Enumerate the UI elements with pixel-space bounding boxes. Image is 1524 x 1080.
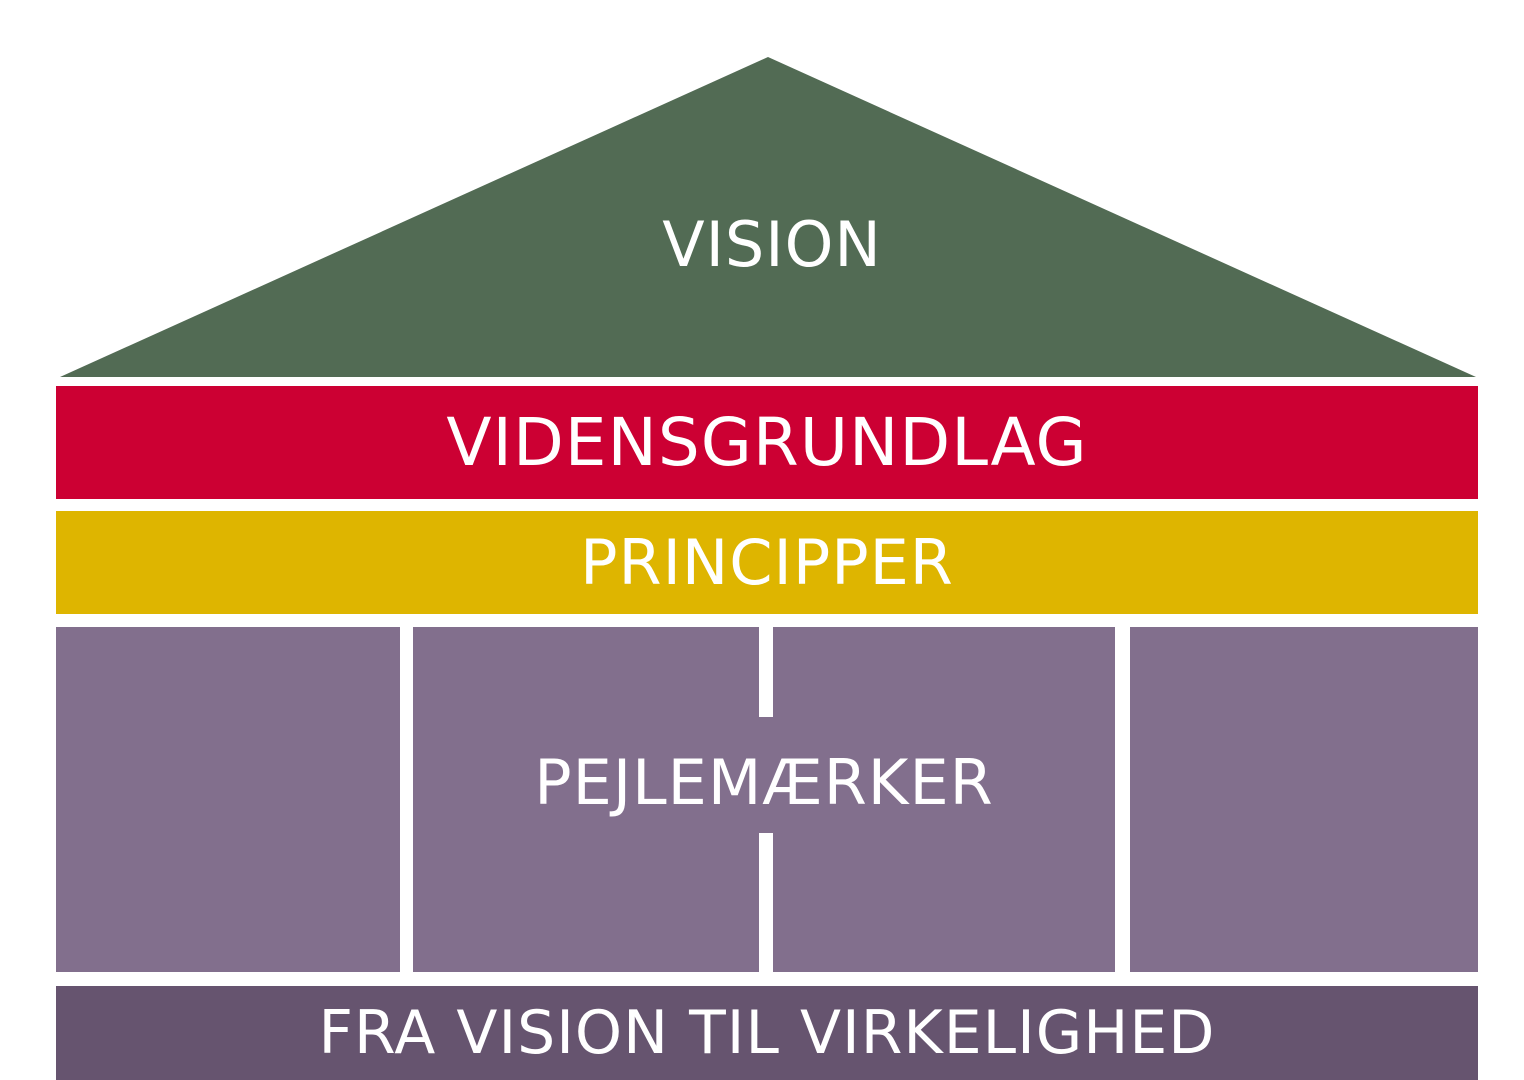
principper-band: PRINCIPPER [56, 511, 1478, 614]
vidensgrundlag-label: VIDENSGRUNDLAG [446, 404, 1088, 481]
principper-label: PRINCIPPER [580, 526, 954, 599]
pillar-left [56, 627, 400, 972]
roof-triangle [60, 57, 1476, 377]
pillar-divider-top [759, 627, 773, 717]
roof: VISION [60, 57, 1476, 377]
pillar-right [1130, 627, 1478, 972]
pejlemaerker-label: PEJLEMÆRKER [534, 745, 994, 819]
foundation-label: FRA VISION TIL VIRKELIGHED [318, 998, 1216, 1068]
pillar-divider-bottom [759, 833, 773, 972]
pejlemaerker-pillars: PEJLEMÆRKER [56, 627, 1478, 972]
roof-label: VISION [662, 208, 882, 281]
vidensgrundlag-band: VIDENSGRUNDLAG [56, 386, 1478, 499]
foundation-band: FRA VISION TIL VIRKELIGHED [56, 986, 1478, 1080]
